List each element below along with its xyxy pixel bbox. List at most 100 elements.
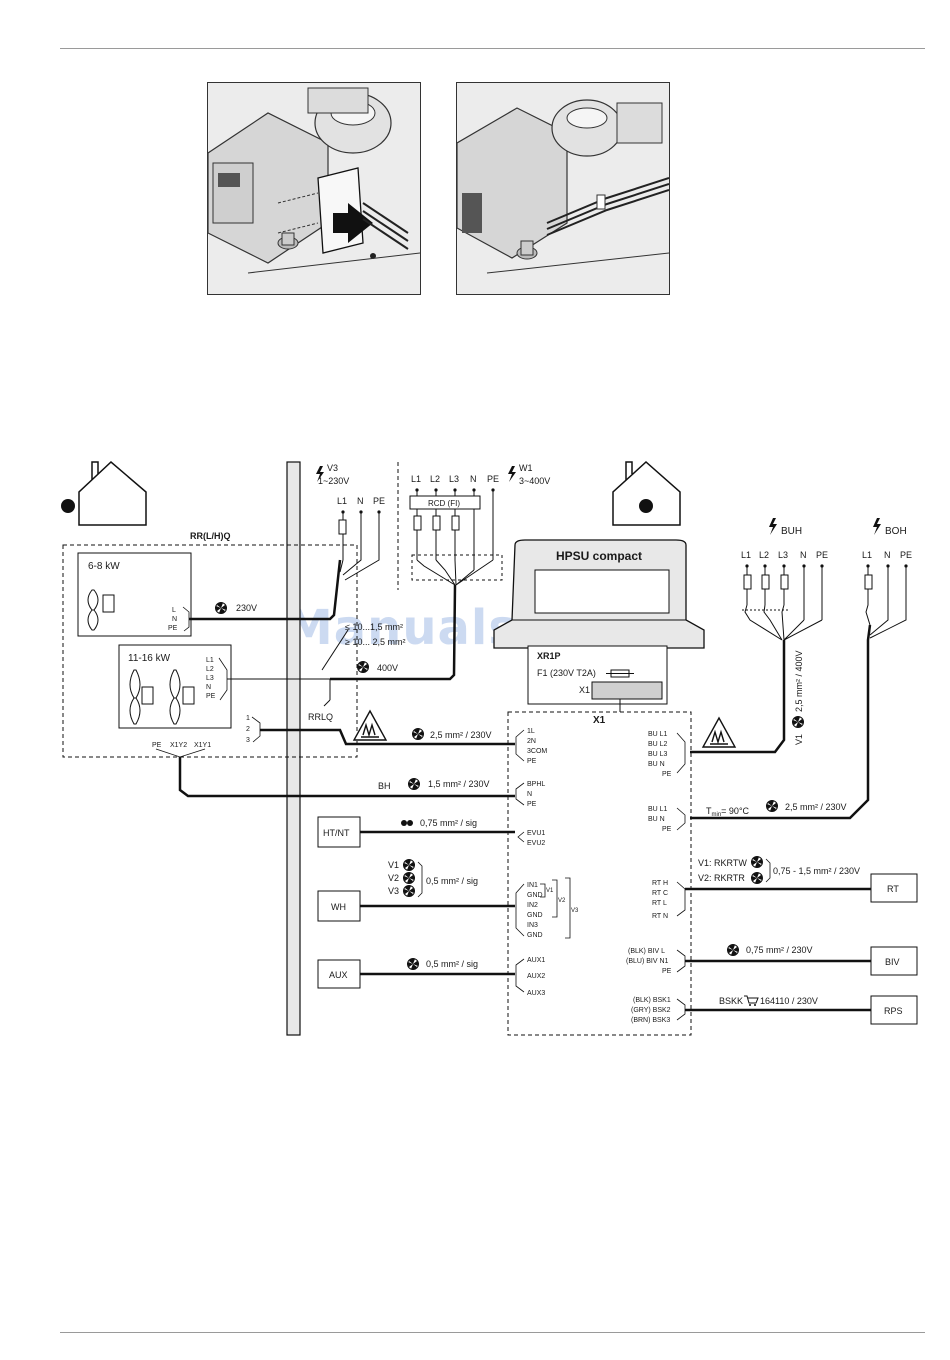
biv-term-l: (BLK) BIV L xyxy=(628,948,665,955)
w1-term-l1: L1 xyxy=(411,474,421,484)
rbuh-term-l2: BU L2 xyxy=(648,741,668,748)
rt-v2: V2: RKRTR xyxy=(698,873,745,883)
left-term-2: 2 xyxy=(246,726,250,733)
htnt-term-evu1: EVU1 xyxy=(527,830,545,837)
bh-term-bphl: BPHL xyxy=(527,781,545,788)
htnt-cable: 0,75 mm² / sig xyxy=(420,818,477,828)
tmin-cable: 2,5 mm² / 230V xyxy=(785,802,847,812)
boh-name: BOH xyxy=(885,526,907,537)
top-rule xyxy=(60,48,925,49)
mounting-photo-after xyxy=(456,82,670,295)
rrlq-term-1l: 1L xyxy=(527,728,535,735)
left-bottom-pe: PE xyxy=(152,742,162,749)
hpsu-title: HPSU compact xyxy=(556,549,642,563)
rrlq-label: RRLQ xyxy=(308,712,333,722)
rrlq-term-pe: PE xyxy=(527,758,537,765)
htnt-label: HT/NT xyxy=(323,828,350,838)
bh-cable: 1,5 mm² / 230V xyxy=(428,779,490,789)
wh-v2: V2 xyxy=(388,873,399,883)
buh-term-n: N xyxy=(800,550,807,560)
x1-main-label: X1 xyxy=(593,715,606,726)
cable-icon xyxy=(412,728,424,740)
cable-icon xyxy=(751,872,763,884)
cable-icon xyxy=(766,800,778,812)
buh-term-pe: PE xyxy=(816,550,828,560)
rboh-term-pe: PE xyxy=(662,826,672,833)
unit-small-label: 6-8 kW xyxy=(88,561,120,572)
unit-large-term-l1: L1 xyxy=(206,657,214,664)
cable-icon xyxy=(401,820,413,826)
rcd-label: RCD (FI) xyxy=(428,499,460,508)
wh-term-gnd1: GND xyxy=(527,892,543,899)
unit-small-term-n: N xyxy=(172,616,177,623)
aux-term-2: AUX2 xyxy=(527,973,545,980)
rt-term-c: RT C xyxy=(652,890,668,897)
biv-cable: 0,75 mm² / 230V xyxy=(746,945,813,955)
wh-v3: V3 xyxy=(388,886,399,896)
cable-icon xyxy=(215,602,227,614)
w1-spec: 3~400V xyxy=(519,476,550,486)
cable-icon xyxy=(792,716,804,728)
unit-large-box xyxy=(118,644,232,729)
unit-large-term-l3: L3 xyxy=(206,675,214,682)
boh-term-pe: PE xyxy=(900,550,912,560)
rps-label: RPS xyxy=(884,1006,903,1016)
house-left-icon xyxy=(61,460,147,526)
boh-term-l1: L1 xyxy=(862,550,872,560)
biv-term-pe: PE xyxy=(662,968,672,975)
mounting-photo-before xyxy=(207,82,421,295)
wh-box xyxy=(317,890,361,922)
wh-label: WH xyxy=(331,902,346,912)
bolt-icon xyxy=(769,518,777,535)
rt-term-n: RT N xyxy=(652,913,668,920)
htnt-box xyxy=(317,816,361,848)
cable-icon xyxy=(751,856,763,868)
rrlq-term-3com: 3COM xyxy=(527,748,547,755)
rbuh-term-n: BU N xyxy=(648,761,665,768)
unit-large-label: 11-16 kW xyxy=(128,653,171,664)
bottom-rule xyxy=(60,1332,925,1333)
wh-bracket-v1: V1 xyxy=(546,888,554,894)
unit-small-term-pe: PE xyxy=(168,625,178,632)
x1-connector xyxy=(591,681,663,700)
wh-term-gnd2: GND xyxy=(527,912,543,919)
cable-icon xyxy=(403,872,415,884)
left-term-1: 1 xyxy=(246,715,250,722)
fan-icon xyxy=(87,589,115,631)
unit-large-note2: ≥ 10... 2,5 mm² xyxy=(345,637,405,647)
buh-term-l1: L1 xyxy=(741,550,751,560)
aux-label: AUX xyxy=(329,970,348,980)
rps-term-3: (BRN) BSK3 xyxy=(631,1017,670,1024)
unit-large-term-n: N xyxy=(206,684,211,691)
rps-cable-name: BSKK xyxy=(719,996,743,1006)
rboh-term-l1: BU L1 xyxy=(648,806,668,813)
cart-icon xyxy=(744,995,759,1006)
rt-v1: V1: RKRTW xyxy=(698,858,747,868)
unit-small-cable: 230V xyxy=(236,603,257,613)
unit-small-term-l: L xyxy=(172,607,176,614)
aux-term-1: AUX1 xyxy=(527,957,545,964)
unit-large-note1: ≤ 10...1,5 mm² xyxy=(345,622,403,632)
hpsu-unit xyxy=(493,539,705,649)
left-bottom-x1y2: X1Y2 xyxy=(170,742,187,749)
wh-term-in3: IN3 xyxy=(527,922,538,929)
htnt-term-evu2: EVU2 xyxy=(527,840,545,847)
bolt-icon xyxy=(873,518,881,535)
wall-bar xyxy=(286,461,301,1036)
wh-cable: 0,5 mm² / sig xyxy=(426,876,478,886)
cable-icon xyxy=(403,859,415,871)
rt-term-l: RT L xyxy=(652,900,667,907)
aux-term-3: AUX3 xyxy=(527,990,545,997)
bh-term-n: N xyxy=(527,791,532,798)
cable-icon xyxy=(408,778,420,790)
left-term-3: 3 xyxy=(246,737,250,744)
wh-v1: V1 xyxy=(388,860,399,870)
rps-box xyxy=(870,995,918,1025)
w1-term-l3: L3 xyxy=(449,474,459,484)
biv-term-n1: (BLU) BIV N1 xyxy=(626,958,669,965)
rps-term-2: (GRY) BSK2 xyxy=(631,1007,671,1014)
wh-term-in1: IN1 xyxy=(527,882,538,889)
wh-bracket-v3: V3 xyxy=(571,908,579,914)
rps-cable: 164110 / 230V xyxy=(760,996,818,1006)
v3-spec: 1~230V xyxy=(318,476,349,486)
